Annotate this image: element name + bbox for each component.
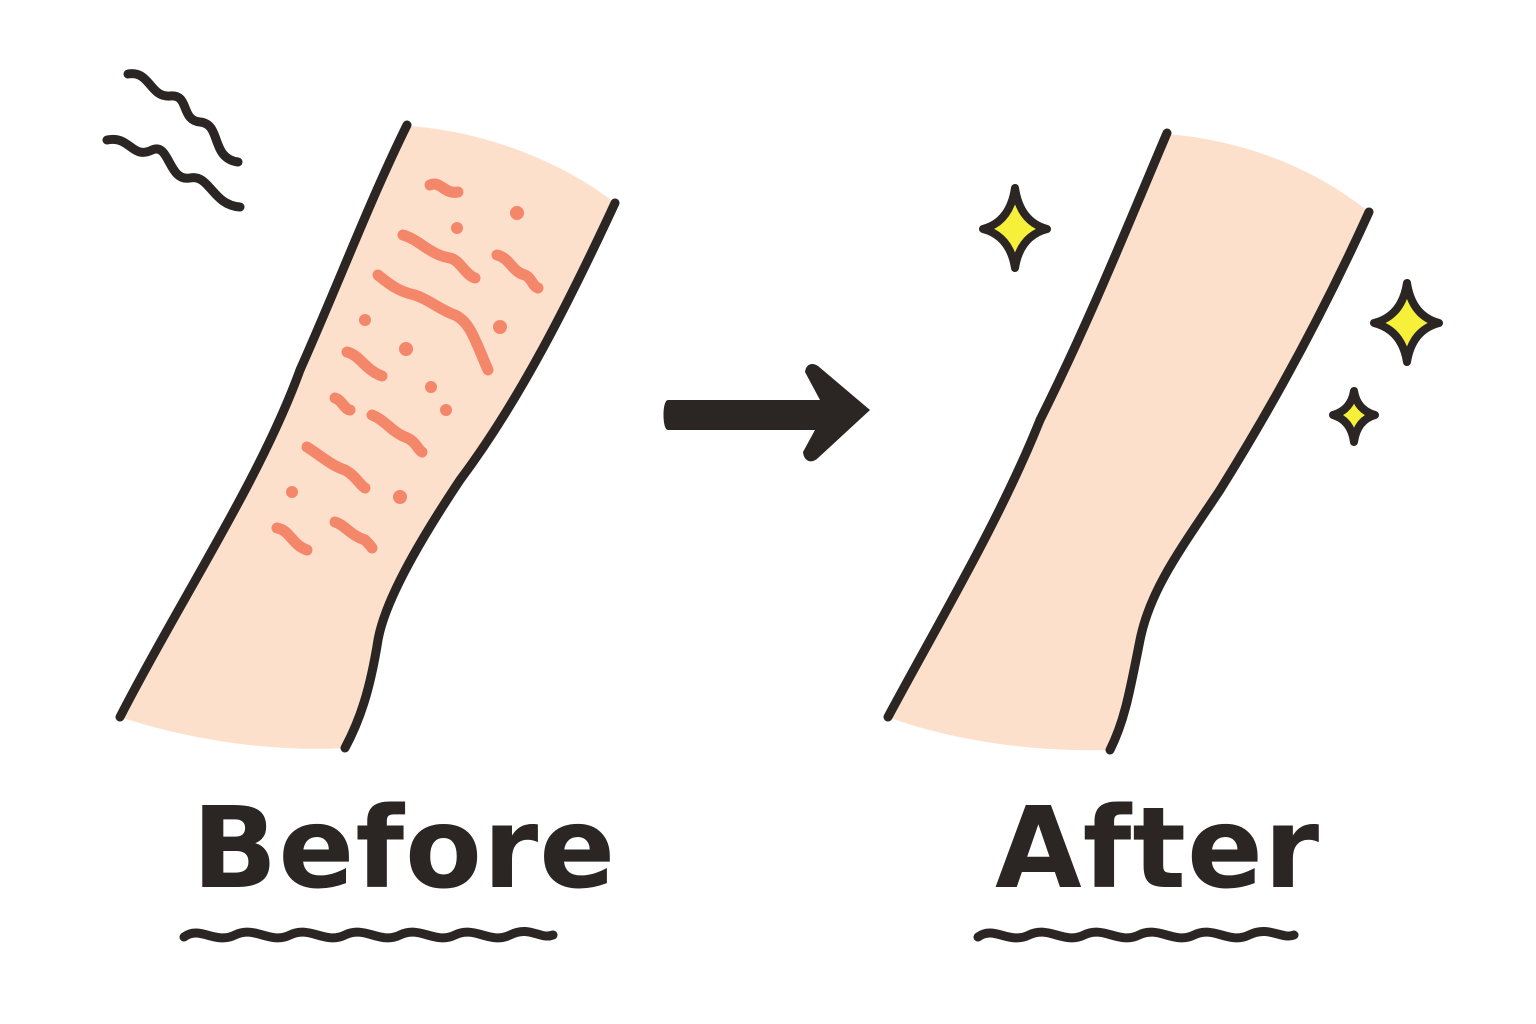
itch-squiggle-icon (102, 69, 245, 212)
before-arm (115, 120, 620, 753)
rash-marks (271, 178, 544, 556)
after-underline (973, 926, 1299, 943)
sparkle-icon (979, 184, 1443, 446)
after-label: After (995, 784, 1320, 914)
before-underline (179, 926, 558, 943)
before-label: Before (192, 784, 616, 914)
after-arm (883, 128, 1374, 755)
arrow-right-icon (663, 364, 870, 462)
